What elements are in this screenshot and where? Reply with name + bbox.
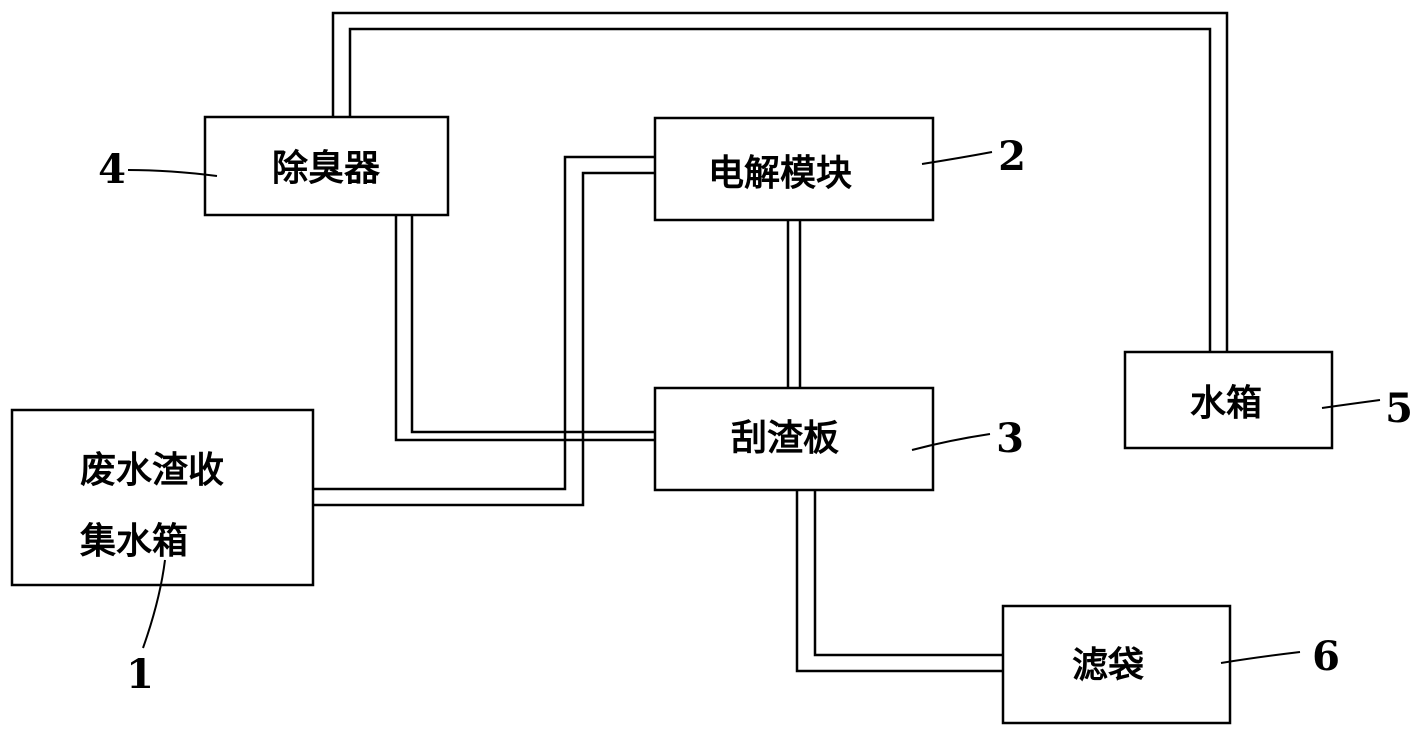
label-number-2: 2 — [998, 133, 1026, 180]
leader-line-1 — [142, 559, 166, 649]
water-tank-label: 水箱 — [1190, 383, 1262, 424]
collector-box: 废水渣收 集水箱 — [10, 408, 315, 587]
collector-label-line1: 废水渣收 — [80, 450, 224, 491]
electrolysis-module-label: 电解模块 — [708, 153, 852, 194]
label-number-1: 1 — [126, 651, 154, 698]
leader-line-6 — [1220, 651, 1301, 664]
collector-label-line2: 集水箱 — [79, 521, 188, 562]
scraper-label: 刮渣板 — [731, 418, 839, 459]
scraper-box: 刮渣板 — [653, 386, 935, 492]
pipe-deodorizer-to-scraper — [394, 215, 655, 442]
pipe-collector-to-electrolysis — [313, 155, 655, 507]
label-number-5: 5 — [1385, 385, 1413, 432]
electrolysis-module-box: 电解模块 — [653, 116, 935, 222]
pipe-scraper-to-filter-bag — [795, 490, 1003, 673]
leader-line-5 — [1321, 399, 1381, 409]
pipe-deodorizer-to-water-tank — [331, 11, 1229, 352]
leader-line-2 — [921, 151, 993, 165]
leader-line-3 — [911, 433, 991, 451]
pipe-electrolysis-to-scraper — [786, 220, 802, 388]
label-number-4: 4 — [98, 146, 126, 193]
deodorizer-box: 除臭器 — [203, 115, 450, 217]
water-tank-box: 水箱 — [1123, 350, 1334, 450]
label-number-6: 6 — [1312, 633, 1340, 680]
deodorizer-label: 除臭器 — [272, 148, 381, 189]
filter-bag-box: 滤袋 — [1001, 604, 1232, 725]
label-number-3: 3 — [996, 415, 1024, 462]
filter-bag-label: 滤袋 — [1072, 645, 1144, 686]
leader-line-4 — [127, 169, 218, 177]
